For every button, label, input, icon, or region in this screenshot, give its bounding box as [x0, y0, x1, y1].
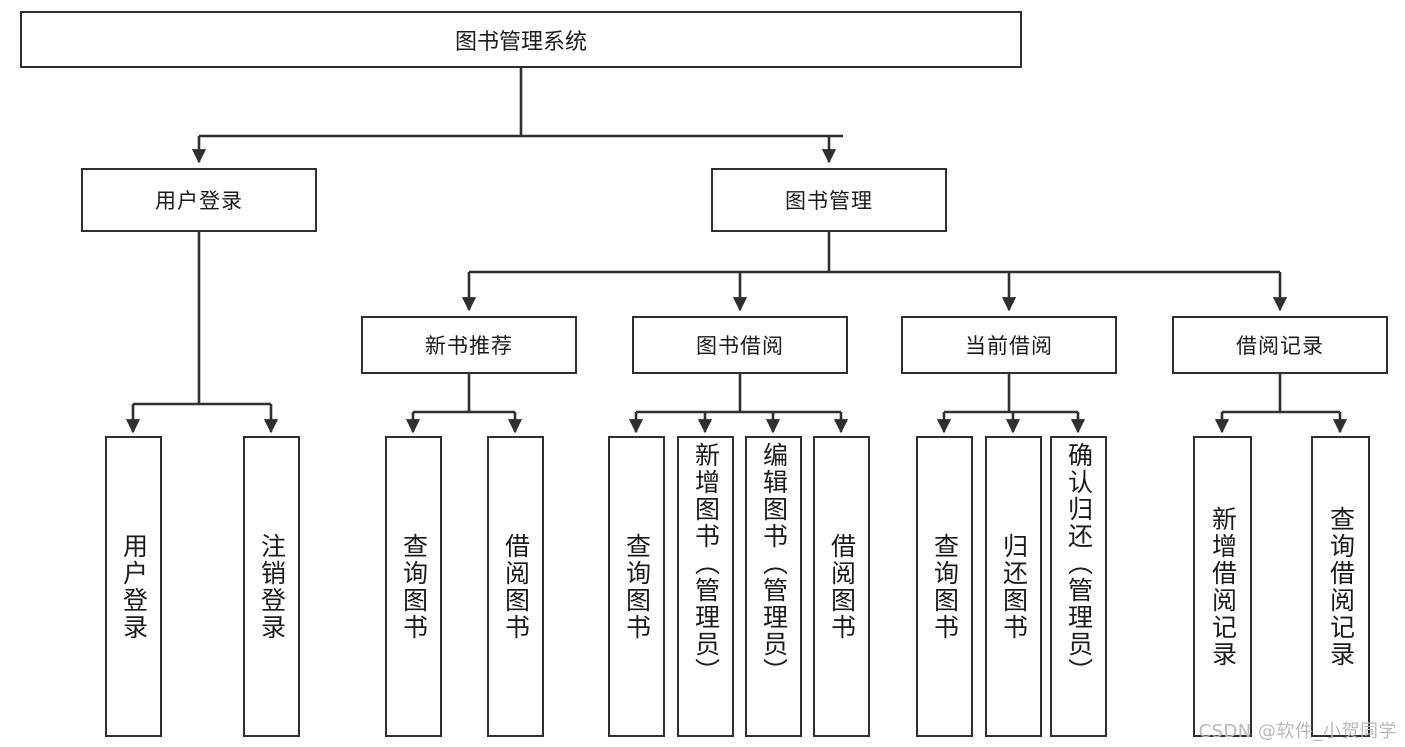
node-book-management[interactable]: 图书管理: [711, 168, 947, 232]
leaf-record-query-borrow-record[interactable]: 查询借阅记录: [1311, 436, 1370, 737]
node-user-login[interactable]: 用户登录: [81, 168, 317, 232]
leaf-borrow-borrow-book[interactable]: 借阅图书: [813, 436, 870, 737]
node-label: 新增图书（管理员）: [691, 442, 721, 685]
node-new-book-recommend[interactable]: 新书推荐: [361, 316, 577, 374]
node-label: 用户登录: [155, 189, 243, 213]
node-label: 查询借阅记录: [1326, 505, 1356, 668]
leaf-borrow-edit-book-admin[interactable]: 编辑图书（管理员）: [745, 436, 802, 737]
node-root-system[interactable]: 图书管理系统: [20, 11, 1022, 68]
leaf-user-logout[interactable]: 注销登录: [243, 436, 300, 737]
node-label: 查询图书: [930, 532, 960, 641]
node-label: 新书推荐: [425, 334, 513, 358]
node-label: 编辑图书（管理员）: [759, 442, 789, 685]
node-book-borrow[interactable]: 图书借阅: [632, 316, 848, 374]
leaf-user-login[interactable]: 用户登录: [105, 436, 162, 737]
leaf-recommend-query-book[interactable]: 查询图书: [385, 436, 442, 737]
node-label: 归还图书: [999, 532, 1029, 641]
node-current-borrow[interactable]: 当前借阅: [901, 316, 1117, 374]
node-label: 借阅图书: [501, 532, 531, 641]
node-borrow-record[interactable]: 借阅记录: [1172, 316, 1388, 374]
node-label: 注销登录: [257, 532, 287, 641]
leaf-current-query-book[interactable]: 查询图书: [916, 436, 973, 737]
leaf-recommend-borrow-book[interactable]: 借阅图书: [487, 436, 544, 737]
leaf-current-return-book[interactable]: 归还图书: [985, 436, 1042, 737]
node-label: 图书借阅: [696, 334, 784, 358]
node-label: 当前借阅: [965, 334, 1053, 358]
node-label: 图书管理系统: [454, 29, 587, 55]
node-label: 借阅图书: [827, 532, 857, 641]
node-label: 查询图书: [622, 532, 652, 641]
node-label: 用户登录: [119, 532, 149, 641]
leaf-borrow-add-book-admin[interactable]: 新增图书（管理员）: [677, 436, 734, 737]
leaf-borrow-query-book[interactable]: 查询图书: [608, 436, 665, 737]
leaf-current-confirm-return-admin[interactable]: 确认归还（管理员）: [1050, 436, 1107, 737]
leaf-record-add-borrow-record[interactable]: 新增借阅记录: [1193, 436, 1252, 737]
csdn-watermark: CSDN @软件_小贺同学: [1198, 721, 1397, 742]
node-label: 确认归还（管理员）: [1064, 442, 1094, 685]
node-label: 图书管理: [785, 189, 873, 213]
node-label: 新增借阅记录: [1208, 505, 1238, 668]
node-label: 借阅记录: [1236, 334, 1324, 358]
node-label: 查询图书: [399, 532, 429, 641]
